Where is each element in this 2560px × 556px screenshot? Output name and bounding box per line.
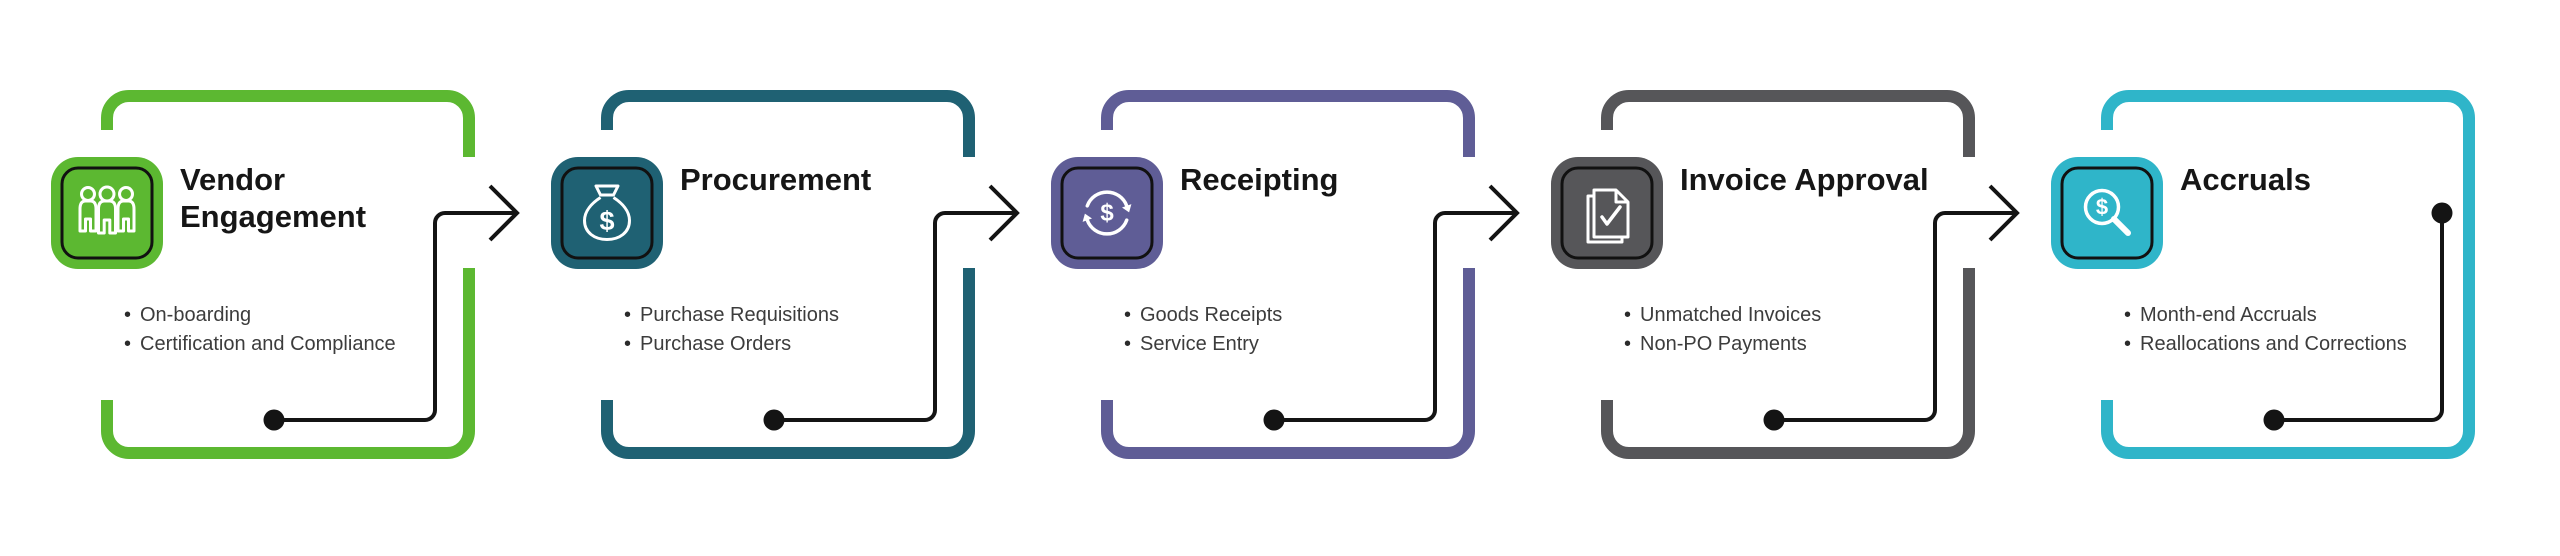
stage-panel-procurement: $ Procurement Purchase Requisitions Purc… [500, 0, 1060, 556]
stage-panel-invoice-approval: Invoice Approval Unmatched Invoices Non-… [1500, 0, 2060, 556]
bullet-item: Month-end Accruals [2124, 301, 2464, 330]
panel-graphics [51, 90, 520, 459]
currency-cycle-icon: $ [1082, 190, 1132, 236]
bullet-item: Purchase Requisitions [624, 301, 964, 330]
panel-graphics: $ [1051, 90, 1520, 459]
arrow-head-icon [1488, 184, 1520, 242]
stage-bullet-list: On-boarding Certification and Compliance [124, 301, 464, 359]
money-bag-icon: $ [583, 184, 631, 241]
stage-icon [51, 157, 163, 269]
arrow-head-icon [1988, 184, 2020, 242]
bullet-item: Goods Receipts [1124, 301, 1464, 330]
stage-title: Invoice Approval [1680, 162, 1929, 197]
panel-border [101, 90, 475, 459]
stage-bullet-list: Purchase Requisitions Purchase Orders [624, 301, 964, 359]
bullet-item: Reallocations and Corrections [2124, 330, 2464, 359]
panel-graphics: $ [551, 90, 1020, 459]
bullet-item: Purchase Orders [624, 330, 964, 359]
stage-title: Receipting [1180, 162, 1339, 197]
panel-border [2101, 90, 2475, 459]
panel-graphics: $ [2051, 90, 2475, 459]
panel-graphics [1551, 90, 2020, 459]
stage-bullet-list: Month-end Accruals Reallocations and Cor… [2124, 301, 2464, 359]
stage-icon: $ [551, 157, 663, 269]
bullet-item: Unmatched Invoices [1624, 301, 1964, 330]
stage-title: Accruals [2180, 162, 2311, 197]
stage-icon: $ [2051, 157, 2163, 269]
bullet-item: On-boarding [124, 301, 464, 330]
stage-panel-accruals: $ Accruals Month-end Accruals Reallocati… [2000, 0, 2560, 556]
bullet-item: Certification and Compliance [124, 330, 464, 359]
connector-end-dot [2431, 202, 2453, 224]
panel-border [1101, 90, 1475, 459]
bullet-item: Non-PO Payments [1624, 330, 1964, 359]
stage-icon [1551, 157, 1663, 269]
svg-text:$: $ [1100, 200, 1114, 227]
stage-title: Procurement [680, 162, 872, 197]
stage-panel-receipting: $ Receipting Goods Receipts Service Entr… [1000, 0, 1560, 556]
people-group-icon [78, 185, 136, 235]
arrow-head-icon [488, 184, 520, 242]
stage-icon: $ [1051, 157, 1163, 269]
stage-bullet-list: Unmatched Invoices Non-PO Payments [1624, 301, 1964, 359]
stage-panel-vendor-engagement: Vendor Engagement On-boarding Certificat… [0, 0, 560, 556]
flow-connector-terminal [2263, 202, 2453, 431]
svg-text:$: $ [599, 206, 614, 236]
panel-border [601, 90, 975, 459]
svg-text:$: $ [2096, 195, 2108, 220]
stage-bullet-list: Goods Receipts Service Entry [1124, 301, 1464, 359]
stage-title: Vendor Engagement [180, 162, 367, 234]
bullet-item: Service Entry [1124, 330, 1464, 359]
magnifier-currency-icon: $ [2083, 188, 2131, 236]
panel-border [1601, 90, 1975, 459]
document-check-icon [1586, 188, 1630, 244]
arrow-head-icon [988, 184, 1020, 242]
